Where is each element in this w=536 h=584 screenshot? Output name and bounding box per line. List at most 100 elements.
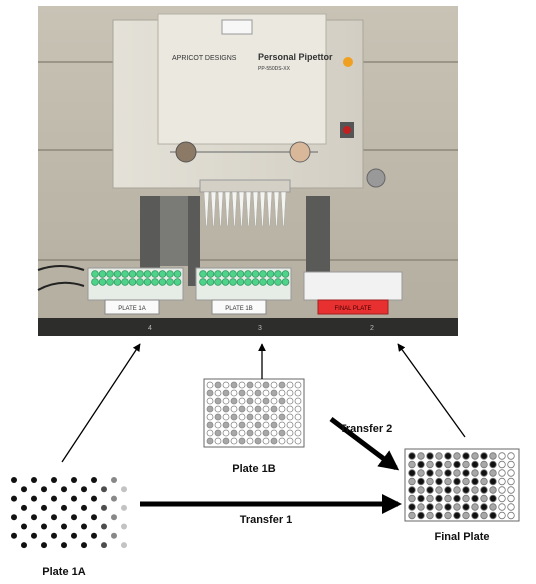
plate-1a-schematic [11,477,127,549]
final-plate-well [435,511,443,520]
plate-1b-well [286,389,294,397]
side-wheel-icon [366,168,386,188]
green-tube-icon [221,278,230,286]
final-plate-well [471,469,479,477]
final-plate-well [426,494,434,503]
plate-1b-well [238,437,246,445]
final-plate-well [507,486,515,494]
plate-1b-well [286,381,294,389]
final-plate-well [471,477,479,486]
plate-1b-well [222,429,230,437]
plate-1b-well [270,421,278,429]
final-plate-well [417,486,425,494]
plate-1b-well [214,429,222,437]
plate-1a-well [31,495,37,502]
final-plate-well [417,469,425,477]
plate-1b-well [214,405,222,413]
plate-1a-well [111,477,117,483]
plate-1a-well [101,542,107,549]
pipette-tip [266,191,273,227]
final-plate-well [435,452,443,460]
plate-1a-well [71,514,77,521]
plate-1a-well [101,504,107,511]
green-tube-icon [251,270,260,278]
final-plate-well [507,460,515,469]
green-tube-icon [151,270,159,278]
plate-1b-well [270,437,278,445]
plate-1b-label: Plate 1B [232,463,275,475]
final-plate-well [462,486,470,494]
plate-1a-well [41,523,47,530]
plate-1b-well [222,405,230,413]
final-plate-well [489,511,497,520]
green-tube-icon [98,270,107,278]
green-tube-icon [274,270,282,278]
final-plate-well [498,477,506,486]
plate-1a-well [71,477,77,483]
green-tube-icon [121,270,129,278]
plate-1a-well [11,477,17,483]
final-plate-well [507,494,515,503]
transfer-2-label: Transfer 2 [340,423,393,435]
plate-1b-well [246,421,254,429]
pipette-tips [203,191,287,227]
plate-1b-well [262,389,270,397]
final-plate-well [417,452,425,460]
plate-1b-tag: PLATE 1B [225,306,253,312]
deck-position-2: 2 [370,325,374,332]
plate-1b-well [206,421,214,429]
plate-1b-well [214,413,222,421]
plate-1b-well [230,381,238,389]
final-plate-well [408,486,416,494]
instrument-model: PP-550DS-XX [258,66,291,72]
plate-1a-well [21,486,27,493]
final-plate-to-deck-arrow [397,343,466,438]
plate-1b-well [206,429,214,437]
green-tube-icon [199,278,207,286]
plate-1b-well [278,397,286,405]
plate-1b-well [278,389,286,397]
plate-1a-well [61,486,67,493]
green-tube-icon [143,278,152,286]
plate-1a-well [31,514,37,521]
final-plate-well [507,469,515,477]
plate-1b-well [278,437,286,445]
final-plate-well [453,452,461,460]
power-light-icon [343,126,351,134]
plate-1b-well [262,429,270,437]
plate-1b-well [222,421,230,429]
final-plate-well [471,511,479,520]
final-plate-well [435,460,443,469]
final-plate-well [435,494,443,503]
final-plate-well [417,503,425,511]
plate-1b-well [230,389,238,397]
plate-1a-well [81,542,87,549]
final-plate-well [462,452,470,460]
final-plate-well [444,511,452,520]
plate-1a-well [61,542,67,549]
pipette-tip [259,191,266,227]
green-tube-icon [214,270,222,278]
plate-1a-well [91,514,97,521]
green-tube-icon [151,278,159,286]
final-plate-well [489,477,497,486]
final-plate-well [453,469,461,477]
green-tube-icon [113,278,122,286]
plate-1b-well [230,421,238,429]
final-plate-well [444,477,452,486]
plate-1a-to-deck-arrow [61,343,141,463]
plate-1a-well [31,532,37,539]
plate-1b-well [214,421,222,429]
plate-1b-well [230,413,238,421]
green-tube-icon [136,278,144,286]
pipette-tip [203,191,210,227]
plate-1b-well [230,397,238,405]
transfer-1-label: Transfer 1 [240,514,293,526]
plate-1b-well [246,397,254,405]
green-tube-icon [266,278,275,286]
plate-1b-well [278,405,286,413]
green-tube-icon [259,278,267,286]
plate-1b-well [246,413,254,421]
final-plate-well [417,477,425,486]
green-tube-icon [259,270,267,278]
